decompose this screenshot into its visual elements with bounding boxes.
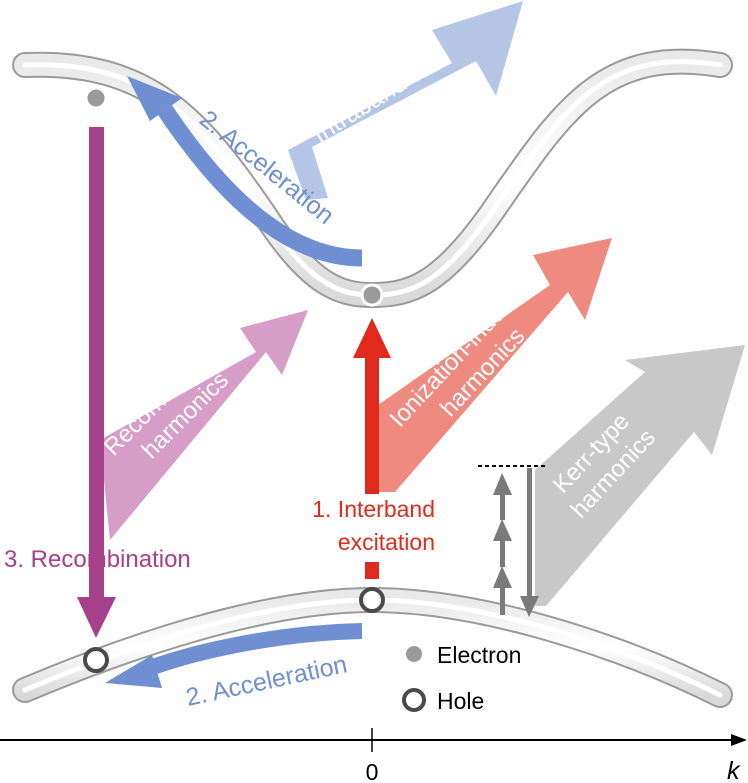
electron-marker-conduction-bottom <box>360 283 384 307</box>
acceleration-bottom-label: 2. Acceleration <box>183 650 349 711</box>
legend-hole-icon <box>402 688 426 712</box>
electron-marker-conduction-left <box>84 86 108 110</box>
legend: Electron Hole <box>402 642 521 714</box>
recombination-harmonics-arrow <box>100 310 308 540</box>
kerr-photon-arrows <box>478 465 548 617</box>
legend-electron-label: Electron <box>437 642 521 668</box>
kerr-harmonics-arrow <box>535 345 745 606</box>
recombination-step-label: 3. Recombination <box>4 546 191 573</box>
intraband-harmonics-arrow <box>288 1 523 200</box>
axis-zero-label: 0 <box>366 759 379 783</box>
legend-hole-label: Hole <box>437 688 484 714</box>
hole-marker-valence-left <box>83 647 109 673</box>
k-axis <box>0 728 747 752</box>
ionization-harmonics-arrow <box>378 238 612 492</box>
legend-electron-icon <box>406 646 422 662</box>
acceleration-arrow-bottom <box>105 623 363 688</box>
acceleration-arrow-top <box>127 76 363 267</box>
axis-k-label: k <box>727 757 741 783</box>
interband-excitation-arrow <box>353 318 391 579</box>
recombination-arrow <box>77 127 116 638</box>
interband-label-line2: excitation <box>338 529 435 555</box>
hole-marker-valence-top <box>359 587 385 613</box>
interband-label-line1: 1. Interband <box>312 496 435 522</box>
